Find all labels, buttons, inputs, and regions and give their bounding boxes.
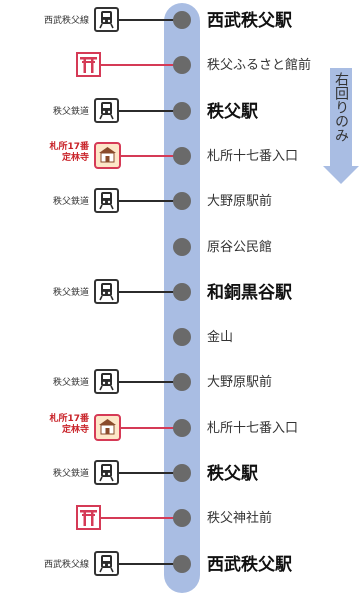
connector-line xyxy=(119,109,179,112)
train-icon xyxy=(94,7,119,32)
connector-line xyxy=(101,64,179,67)
stop-row: 札所17番定林寺 札所十七番入口 xyxy=(0,140,359,172)
stop-dot xyxy=(173,237,191,256)
stop-row: 秩父鉄道 和銅黒谷駅 xyxy=(0,276,359,308)
stop-dot xyxy=(173,554,191,573)
stop-name: 大野原駅前 xyxy=(207,375,273,391)
temple-icon xyxy=(94,413,121,441)
stop-name: 和銅黒谷駅 xyxy=(207,282,292,303)
stop-dot xyxy=(173,11,191,29)
rail-line-label: 秩父鉄道 xyxy=(52,378,89,389)
rail-line-label: 西武秩父線 xyxy=(43,559,89,570)
train-icon xyxy=(94,460,119,485)
connector-line xyxy=(119,200,179,203)
stop-row: 原谷公民館 xyxy=(0,231,359,263)
temple-label-line: 札所17番 xyxy=(49,413,89,424)
stop-dot xyxy=(173,56,191,75)
train-icon xyxy=(94,550,119,576)
stop-row: 金山 xyxy=(0,321,359,353)
connector-line xyxy=(119,472,179,474)
connector-line xyxy=(119,19,179,21)
stop-name: 秩父駅 xyxy=(207,101,258,122)
torii-shrine-icon xyxy=(76,52,101,78)
stop-name: 西武秩父駅 xyxy=(207,554,292,575)
stop-name: 原谷公民館 xyxy=(207,239,273,255)
stop-dot xyxy=(173,464,191,482)
connector-line xyxy=(121,154,179,157)
stop-row: 西武秩父線 西武秩父駅 xyxy=(0,548,359,580)
stop-row: 西武秩父線 西武秩父駅 xyxy=(0,4,359,36)
stop-dot xyxy=(173,418,191,437)
stop-dot xyxy=(173,509,191,528)
stop-row: 札所17番定林寺 札所十七番入口 xyxy=(0,412,359,444)
stop-name: 札所十七番入口 xyxy=(207,420,299,436)
temple-label-line: 札所17番 xyxy=(49,141,89,152)
torii-shrine-icon xyxy=(76,505,101,531)
direction-arrow-icon xyxy=(323,166,359,184)
train-icon xyxy=(94,369,119,395)
rail-line-label: 西武秩父線 xyxy=(43,16,89,26)
temple-label-line: 定林寺 xyxy=(61,152,89,163)
train-icon xyxy=(94,97,119,123)
stop-row: 秩父ふるさと館前 xyxy=(0,49,359,81)
stop-name: 西武秩父駅 xyxy=(207,11,292,31)
stop-dot xyxy=(173,282,191,301)
temple-label-line: 定林寺 xyxy=(61,424,89,435)
stop-row: 秩父神社前 xyxy=(0,502,359,534)
stop-name: 秩父神社前 xyxy=(207,511,273,527)
rail-line-label: 秩父鉄道 xyxy=(52,469,89,479)
connector-line xyxy=(119,381,179,384)
connector-line xyxy=(119,290,179,293)
rail-line-label: 秩父鉄道 xyxy=(52,197,89,208)
direction-arrow-stem xyxy=(330,68,352,166)
stop-name: 秩父駅 xyxy=(207,464,258,484)
stop-row: 秩父鉄道 大野原駅前 xyxy=(0,366,359,398)
direction-label: 右回りのみ xyxy=(333,72,349,142)
stop-name: 金山 xyxy=(207,330,234,346)
rail-line-label: 秩父鉄道 xyxy=(52,106,89,117)
stop-dot xyxy=(173,328,191,347)
train-icon xyxy=(94,188,119,214)
rail-line-label: 秩父鉄道 xyxy=(52,287,89,298)
stop-dot xyxy=(173,101,191,120)
connector-line xyxy=(101,517,179,520)
train-icon xyxy=(94,278,119,304)
stop-name: 秩父ふるさと館前 xyxy=(207,58,312,74)
connector-line xyxy=(121,426,179,429)
stop-row: 秩父鉄道 大野原駅前 xyxy=(0,185,359,217)
stop-dot xyxy=(173,373,191,392)
stop-row: 秩父鉄道 秩父駅 xyxy=(0,95,359,127)
stop-dot xyxy=(173,146,191,165)
stop-name: 大野原駅前 xyxy=(207,194,273,210)
stop-name: 札所十七番入口 xyxy=(207,148,299,164)
stop-dot xyxy=(173,192,191,211)
connector-line xyxy=(119,562,179,565)
temple-icon xyxy=(94,141,121,169)
temple-label: 札所17番定林寺 xyxy=(49,414,89,436)
stop-row: 秩父鉄道 秩父駅 xyxy=(0,457,359,489)
temple-label: 札所17番定林寺 xyxy=(49,142,89,164)
